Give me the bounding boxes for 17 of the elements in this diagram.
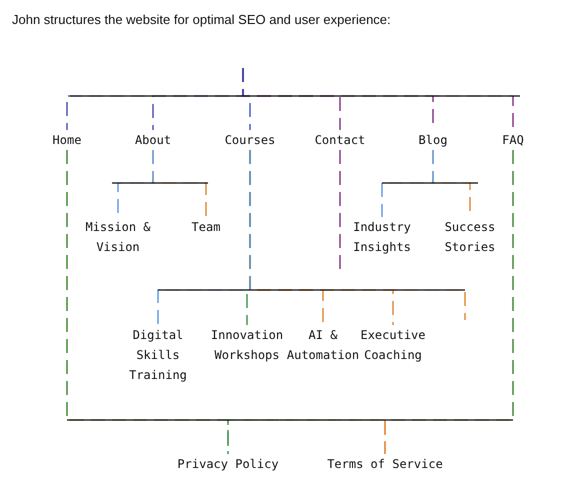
tree-item: Courses: [220, 130, 280, 150]
tree-item: Contact: [310, 130, 370, 150]
tree-item: Industry Insights: [347, 217, 417, 257]
tree-item: Mission & Vision: [82, 217, 154, 257]
tree-item: AI & Automation: [286, 325, 360, 365]
tree-item: Innovation Workshops: [210, 325, 284, 365]
tree-item: Home: [47, 130, 87, 150]
tree-item: Terms of Service: [322, 454, 448, 474]
tree-item: About: [128, 130, 178, 150]
diagram-title: John structures the website for optimal SEO and user experience:: [12, 12, 391, 27]
tree-item: Privacy Policy: [173, 454, 283, 474]
tree-item: FAQ: [498, 130, 528, 150]
tree-item: Executive Coaching: [360, 325, 426, 365]
tree-item: Success Stories: [438, 217, 502, 257]
tree-item: Team: [186, 217, 226, 237]
tree-item: Blog: [413, 130, 453, 150]
tree-item: Digital Skills Training: [126, 325, 190, 385]
